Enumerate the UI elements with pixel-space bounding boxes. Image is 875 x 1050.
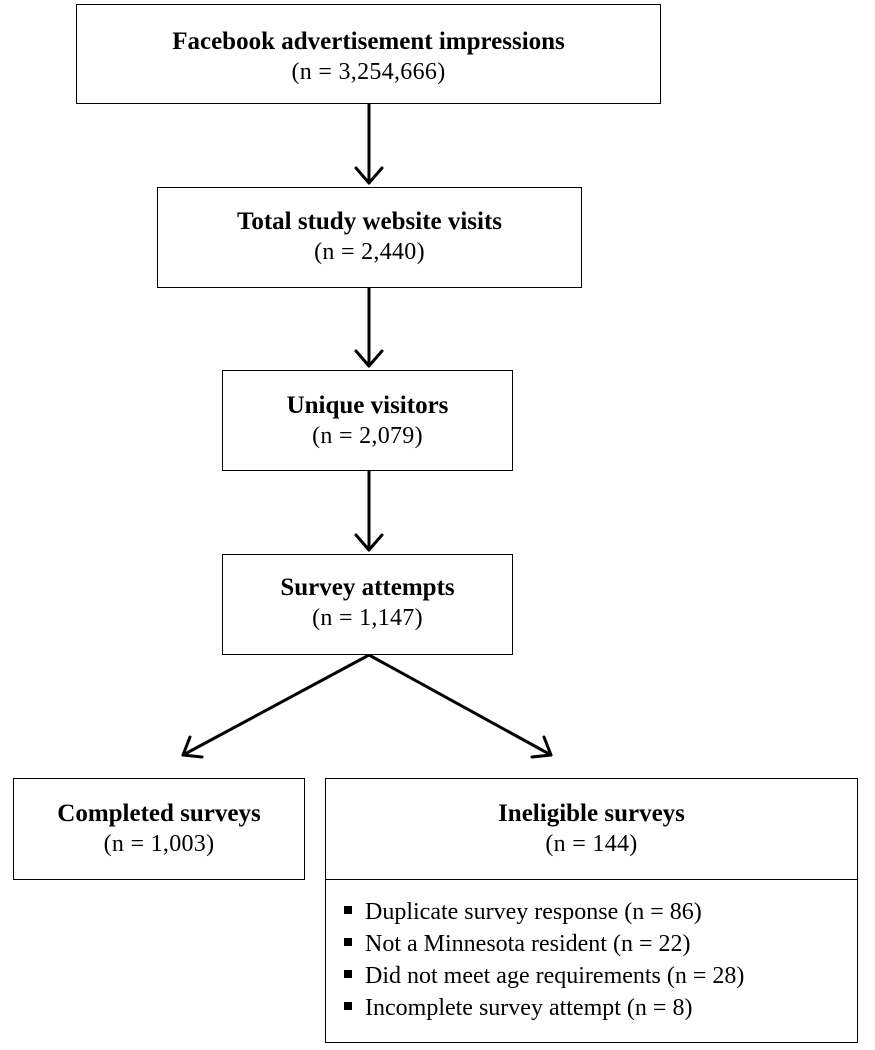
arrow-visits-to-unique xyxy=(354,286,384,368)
list-item: Duplicate survey response (n = 86) xyxy=(344,896,857,928)
node-title: Total study website visits xyxy=(236,208,503,235)
node-ineligible-surveys: Ineligible surveys (n = 144) Duplicate s… xyxy=(325,778,858,1043)
node-count: (n = 2,079) xyxy=(312,423,423,449)
node-count: (n = 2,440) xyxy=(314,239,425,265)
list-item: Incomplete survey attempt (n = 8) xyxy=(344,992,857,1024)
arrow-impressions-to-visits xyxy=(354,102,384,185)
node-count: (n = 3,254,666) xyxy=(291,59,446,85)
square-bullet-icon xyxy=(344,1002,352,1011)
node-count: (n = 144) xyxy=(545,831,638,857)
list-item: Not a Minnesota resident (n = 22) xyxy=(344,928,857,960)
reason-text: Duplicate survey response (n = 86) xyxy=(365,899,702,925)
node-unique-visitors: Unique visitors (n = 2,079) xyxy=(222,370,513,471)
node-count: (n = 1,003) xyxy=(103,831,215,857)
node-facebook-impressions: Facebook advertisement impressions (n = … xyxy=(76,4,661,104)
arrow-attempts-to-completed xyxy=(181,653,371,759)
arrow-attempts-to-ineligible xyxy=(367,653,553,759)
node-completed-surveys: Completed surveys (n = 1,003) xyxy=(13,778,305,880)
reason-text: Did not meet age requirements (n = 28) xyxy=(365,963,745,989)
square-bullet-icon xyxy=(344,906,352,915)
reason-text: Not a Minnesota resident (n = 22) xyxy=(365,931,691,957)
node-title: Ineligible surveys xyxy=(498,800,685,827)
arrow-unique-to-attempts xyxy=(354,469,384,552)
square-bullet-icon xyxy=(344,970,352,979)
node-title: Completed surveys xyxy=(57,800,261,827)
reason-text: Incomplete survey attempt (n = 8) xyxy=(365,995,693,1021)
node-count: (n = 1,147) xyxy=(312,605,423,631)
square-bullet-icon xyxy=(344,938,352,947)
node-title: Facebook advertisement impressions xyxy=(172,28,565,55)
node-website-visits: Total study website visits (n = 2,440) xyxy=(157,187,582,288)
list-item: Did not meet age requirements (n = 28) xyxy=(344,960,857,992)
node-survey-attempts: Survey attempts (n = 1,147) xyxy=(222,554,513,655)
node-title: Unique visitors xyxy=(286,392,449,419)
node-header: Ineligible surveys (n = 144) xyxy=(326,779,857,880)
node-title: Survey attempts xyxy=(280,574,455,601)
ineligible-reasons-list: Duplicate survey response (n = 86) Not a… xyxy=(326,880,857,1024)
